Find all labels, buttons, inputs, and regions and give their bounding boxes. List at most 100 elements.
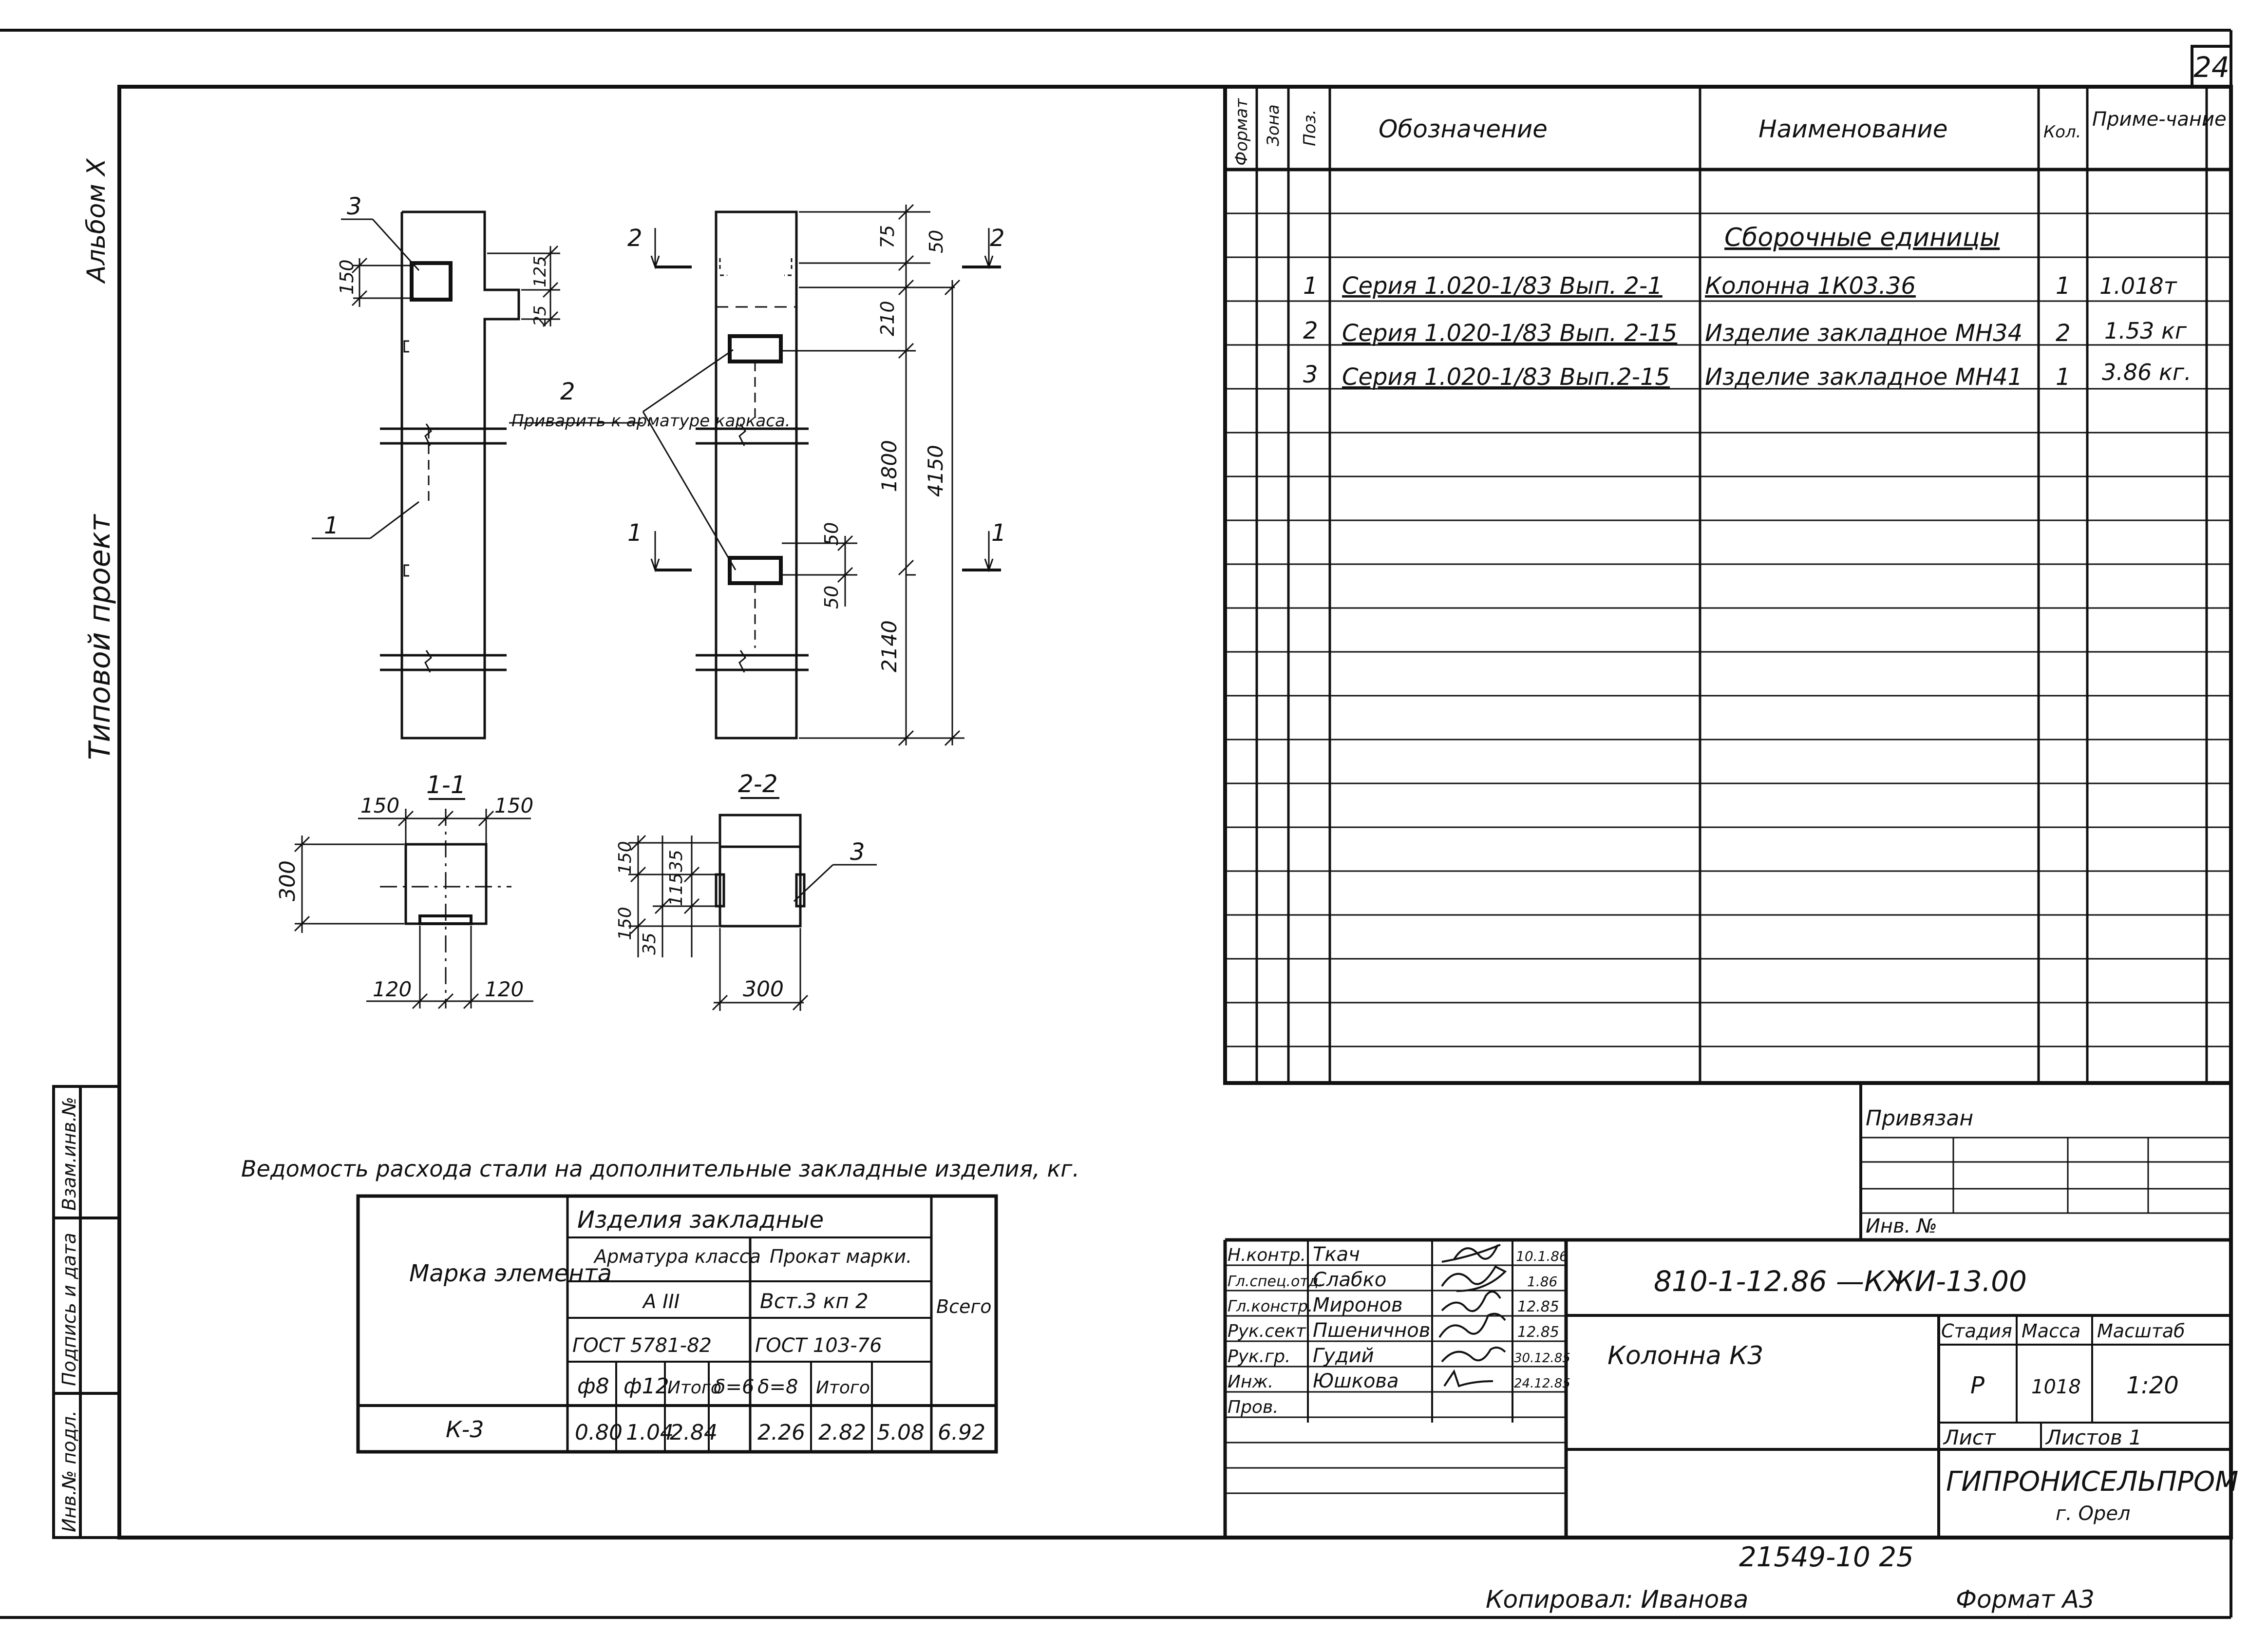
dim-50-a: 50	[821, 522, 842, 546]
s1-dim-150-right: 150	[494, 794, 533, 818]
leader-pos-3-left: 3	[347, 193, 362, 220]
section-2-2-plate-left	[715, 873, 725, 908]
embed-plate-2-bottom	[728, 556, 783, 585]
tb-sig-4-name: Пшеничнов	[1313, 1319, 1430, 1342]
tb-sig-6-name: Юшкова	[1313, 1370, 1399, 1392]
spec-row-2-pos: 2	[1303, 317, 1318, 344]
spec-header-name: Наименование	[1758, 115, 1948, 143]
spec-row-3-designation: Серия 1.020-1/83 Вып.2-15	[1342, 363, 1670, 391]
handwritten-signatures	[1438, 1244, 1507, 1388]
steel-val-6: 5.08	[877, 1420, 925, 1445]
spec-header-note: Приме-чание	[2092, 108, 2227, 131]
steel-col-3: Итого	[667, 1378, 721, 1398]
s2-dim-35b: 35	[640, 932, 660, 955]
steel-val-2: 1.04	[626, 1420, 674, 1445]
tb-title: Колонна К3	[1607, 1341, 1763, 1370]
tb-stage-label: Стадия	[1941, 1320, 2012, 1342]
spec-row-3-pos: 3	[1303, 361, 1318, 388]
tb-city: г. Орел	[2056, 1502, 2131, 1525]
tb-sig-3-role: Гл.констр.	[1228, 1297, 1313, 1315]
title-block	[1223, 1083, 2231, 1538]
tb-sheets-label: Листов 1	[2045, 1426, 2142, 1449]
footer-copied-by: Копировал: Иванова	[1486, 1585, 1748, 1614]
s1-dim-120-left: 120	[373, 977, 412, 1001]
tb-sig-5-name: Гудий	[1313, 1345, 1374, 1367]
steel-rebar-gost: ГОСТ 5781-82	[572, 1334, 712, 1357]
tb-sig-6-role: Инж.	[1228, 1372, 1273, 1392]
steel-table-title: Ведомость расхода стали на дополнительны…	[241, 1156, 1079, 1182]
spec-table	[1223, 85, 2233, 1085]
tb-code: 810-1-12.86 —КЖИ-13.00	[1654, 1265, 2027, 1298]
section-1-1	[294, 798, 533, 1009]
steel-val-total: 6.92	[938, 1420, 985, 1445]
dim-2140: 2140	[877, 620, 901, 672]
steel-steel-grade: Вст.3 кп 2	[760, 1289, 869, 1313]
tb-sheet-label: Лист	[1943, 1426, 1996, 1449]
footer-archive-no: 21549-10 25	[1739, 1541, 1914, 1573]
steel-col-5: δ=8	[757, 1376, 798, 1398]
spec-row-2-qty: 2	[2056, 320, 2071, 347]
spec-header-zone: Зона	[1264, 104, 1283, 146]
tb-privyazan: Привязан	[1866, 1106, 1973, 1131]
dim-1800: 1800	[877, 440, 901, 492]
tb-sig-1-name: Ткач	[1313, 1243, 1360, 1266]
tb-scale-label: Масштаб	[2097, 1320, 2185, 1342]
tb-sig-5-date: 30.12.85	[1514, 1351, 1570, 1366]
side-stamp	[52, 1085, 121, 1539]
leader-pos-1: 1	[324, 512, 339, 539]
section-mark-1-left: 1	[627, 519, 643, 547]
footer-format: Формат А3	[1956, 1585, 2095, 1614]
embed-plate-3	[410, 261, 453, 302]
tb-scale: 1:20	[2126, 1372, 2179, 1399]
s2-dim-300: 300	[743, 977, 784, 1002]
spec-header-note-text: Приме-чание	[2092, 108, 2227, 131]
spec-header-designation: Обозначение	[1379, 115, 1548, 143]
s1-dim-150-left: 150	[360, 794, 399, 818]
tb-sig-1-date: 10.1.86	[1516, 1248, 1568, 1264]
spec-row-1-qty: 1	[2056, 272, 2071, 300]
section-mark-2-left: 2	[627, 225, 643, 252]
tb-sig-3-name: Миронов	[1313, 1294, 1403, 1316]
weld-note: Приварить к арматуре каркаса.	[511, 411, 791, 431]
dim-side-125: 125	[530, 256, 550, 287]
section-mark-2-right: 2	[990, 225, 1005, 252]
spec-row-1-note: 1.018т	[2099, 273, 2177, 299]
steel-val-3: 2.84	[670, 1420, 718, 1445]
tb-sig-1-role: Н.контр.	[1228, 1245, 1306, 1265]
steel-total-header: Всего	[936, 1296, 992, 1317]
dim-4150: 4150	[924, 445, 947, 497]
tb-mass-label: Масса	[2022, 1320, 2080, 1342]
s2-dim-35: 35	[666, 850, 686, 872]
s2-dim-150: 150	[615, 841, 635, 875]
steel-group-header: Изделия закладные	[577, 1206, 824, 1234]
spec-row-3-qty: 1	[2056, 363, 2071, 391]
s1-dim-300: 300	[275, 860, 300, 901]
tb-sig-2-role: Гл.спец.отд.	[1228, 1273, 1323, 1290]
spec-row-1-designation: Серия 1.020-1/83 Вып. 2-1	[1342, 272, 1663, 300]
section-2-2	[628, 797, 877, 1011]
tb-inv-no: Инв. №	[1866, 1215, 1937, 1237]
margin-album: Альбом X	[82, 158, 111, 284]
column-elevation-left	[312, 210, 560, 740]
embed-plate-2-top	[728, 334, 783, 363]
section-1-1-title: 1-1	[426, 771, 466, 799]
side-stamp-vzam: Взам.инв.№	[58, 1097, 80, 1211]
dim-side-25: 25	[530, 305, 550, 326]
spec-row-2-designation: Серия 1.020-1/83 Вып. 2-15	[1342, 320, 1677, 347]
spec-header-qty: Кол.	[2043, 122, 2081, 142]
spec-row-3-note: 3.86 кг.	[2102, 359, 2192, 385]
steel-row-mark: К-3	[446, 1416, 484, 1443]
steel-mark-header: Марка элемента	[409, 1260, 612, 1287]
leader-pos-2: 2	[560, 378, 575, 405]
spec-row-2-note: 1.53 кг	[2104, 318, 2187, 344]
spec-header-format: Формат	[1232, 98, 1251, 166]
steel-rebar-header: Арматура класса	[593, 1246, 761, 1267]
dim-50-b: 50	[821, 586, 842, 609]
steel-val-1: 0.80	[575, 1420, 623, 1445]
steel-col-2: ф12	[624, 1374, 669, 1399]
spec-row-1-pos: 1	[1303, 272, 1318, 300]
dim-side-150: 150	[336, 259, 358, 295]
steel-col-1: ф8	[577, 1374, 609, 1399]
tb-sig-4-date: 12.85	[1517, 1324, 1559, 1341]
